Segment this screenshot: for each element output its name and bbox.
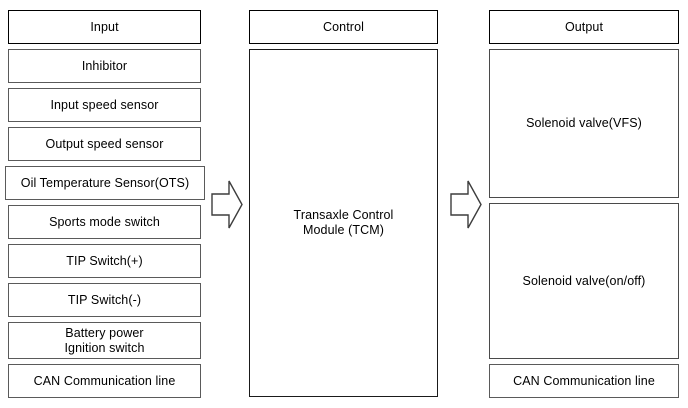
output-column-header-label: Output [564,19,604,34]
input-item-battery-power-ignition-switch: Battery power Ignition switch [8,322,201,359]
control-column-header: Control [249,10,438,44]
input-item-inhibitor: Inhibitor [8,49,201,83]
output-item-label: Solenoid valve(VFS) [526,116,642,131]
input-item-label: TIP Switch(-) [67,292,142,307]
input-item-label: Input speed sensor [50,97,159,112]
output-item-label: Solenoid valve(on/off) [522,273,646,288]
input-item-tip-switch-minus: TIP Switch(-) [8,283,201,317]
input-item-tip-switch-plus: TIP Switch(+) [8,244,201,278]
output-item-solenoid-valve-vfs: Solenoid valve(VFS) [489,49,679,198]
input-column-header: Input [8,10,201,44]
output-item-solenoid-valve-on-off: Solenoid valve(on/off) [489,203,679,359]
input-item-sports-mode-switch: Sports mode switch [8,205,201,239]
input-column-header-label: Input [90,19,119,34]
input-item-can-communication-line: CAN Communication line [8,364,201,398]
input-item-label: Inhibitor [81,58,128,73]
output-column-header: Output [489,10,679,44]
input-item-label: TIP Switch(+) [66,253,143,268]
input-item-label: CAN Communication line [33,373,176,388]
input-item-label: Sports mode switch [49,214,160,229]
input-item-oil-temperature-sensor: Oil Temperature Sensor(OTS) [5,166,205,200]
input-item-label: Output speed sensor [45,136,164,151]
control-to-output-arrow [450,180,482,229]
input-item-label: Battery power Ignition switch [64,325,145,355]
input-item-label: Oil Temperature Sensor(OTS) [20,175,190,190]
input-to-control-arrow [211,180,243,229]
output-item-can-communication-line: CAN Communication line [489,364,679,398]
input-item-input-speed-sensor: Input speed sensor [8,88,201,122]
control-column-header-label: Control [323,19,364,34]
output-item-label: CAN Communication line [513,373,655,388]
control-module-tcm: Transaxle Control Module (TCM) [249,49,438,397]
control-module-label: Transaxle Control Module (TCM) [293,208,394,237]
input-item-output-speed-sensor: Output speed sensor [8,127,201,161]
